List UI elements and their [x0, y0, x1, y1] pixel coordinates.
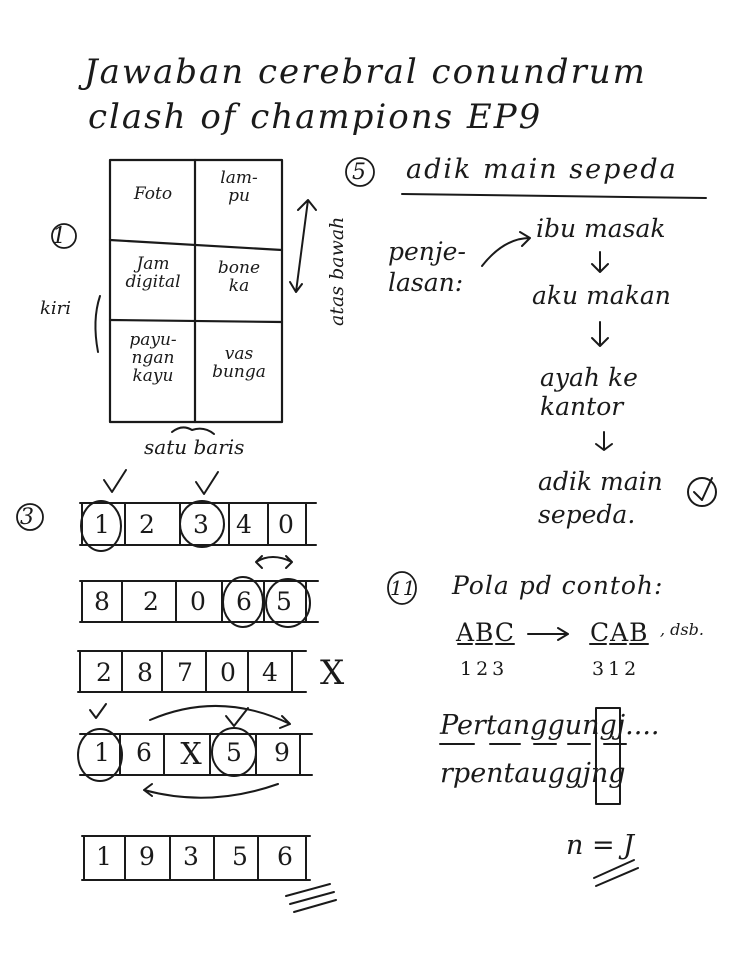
q11-example-from-nums: 123	[460, 658, 509, 680]
q3-r4-d4: 5	[226, 738, 242, 767]
q3-r4-d5: 9	[274, 738, 290, 767]
q1-number-circle	[51, 223, 77, 249]
q1-left-label: kiri	[40, 298, 72, 319]
q5-strokes	[345, 157, 717, 507]
q5-answer: adik main sepeda	[406, 154, 678, 185]
q1-grid-lines	[108, 158, 284, 424]
q3-row3	[77, 650, 307, 693]
q5-step-1: ibu masak	[536, 214, 666, 243]
q1-cell-text: payu- ngan kayu	[129, 330, 177, 386]
q3-r5-d3: 3	[183, 842, 199, 871]
q11-number: 11	[390, 576, 416, 600]
q3-r5-d2: 9	[139, 842, 155, 871]
q3-r3-d4: 0	[220, 658, 236, 687]
q11-word: Pertanggungj....	[440, 710, 660, 741]
q1-left-bracket	[94, 295, 101, 353]
q3-number: 3	[20, 505, 34, 530]
q1-cell-text: vas bunga	[212, 344, 266, 382]
q3-r3-d1: 2	[96, 658, 112, 687]
q3-r2-d1: 8	[94, 587, 110, 616]
q3-r4-d3: X	[180, 737, 202, 772]
q3-r1-d3: 3	[193, 510, 209, 539]
q11-etc: , dsb.	[660, 620, 704, 639]
q3-r5-d5: 6	[277, 842, 293, 871]
q1-cell-text: Jam digital	[125, 254, 181, 292]
q5-explanation-label: penje- lasan:	[388, 237, 466, 298]
q1-cell-1-1: Foto	[112, 184, 194, 204]
q3-r2-d4: 6	[236, 587, 252, 616]
q3-r5-d1: 1	[96, 842, 112, 871]
q3-r1-d4: 4	[236, 510, 252, 539]
q3-r5-d4: 5	[232, 842, 248, 871]
q1-cell-3-1: payu- ngan kayu	[112, 330, 194, 386]
q3-row4	[77, 703, 313, 799]
q3-r1-d1: 1	[94, 510, 110, 539]
q1-bottom-curve	[171, 426, 215, 435]
q5-number: 5	[352, 160, 366, 185]
q11-example-from: ABC	[456, 618, 516, 647]
q3-r4-d1: 1	[94, 738, 110, 767]
q11-scrambled: rpentauggjng	[440, 758, 626, 789]
q11-strokes	[387, 571, 649, 887]
q3-r3-d2: 8	[137, 658, 153, 687]
q3-r4-d2: 6	[136, 738, 152, 767]
q3-row2	[79, 555, 319, 628]
q3-r2-d3: 0	[190, 587, 206, 616]
q3-number-circle	[16, 503, 44, 531]
q11-answer: n = J	[566, 830, 635, 861]
q11-example-to-nums: 312	[592, 658, 641, 680]
q1-number: 1	[52, 224, 66, 249]
q3-r1-d5: 0	[278, 510, 294, 539]
q1-cell-text: Foto	[133, 184, 173, 204]
q3-r2-d2: 2	[143, 587, 159, 616]
q3-r2-d5: 5	[276, 587, 292, 616]
q1-updown-arrow	[289, 199, 317, 293]
q5-step-3: ayah ke kantor	[540, 363, 638, 421]
q5-step-4: adik main sepeda.	[538, 467, 663, 529]
title-line-1: Jawaban cerebral conundrum	[84, 52, 647, 92]
q3-row5	[81, 835, 337, 913]
q1-cell-2-1: Jam digital	[112, 254, 194, 292]
q3-r3-d5: 4	[262, 658, 278, 687]
q1-cell-2-2: bone ka	[196, 258, 282, 296]
q11-example-to: CAB	[590, 618, 649, 647]
q3-r3-wrong-mark: X	[320, 653, 345, 693]
q1-bottom-label: satu baris	[144, 435, 245, 459]
q5-step-2: aku makan	[532, 281, 671, 310]
title-line-2: clash of champions EP9	[88, 97, 543, 137]
q3-r1-d2: 2	[139, 510, 155, 539]
q11-heading: Pola pd contoh:	[452, 571, 664, 600]
q1-cell-3-2: vas bunga	[196, 344, 282, 382]
q1-cell-text: lam- pu	[220, 168, 258, 206]
q3-row1	[79, 469, 317, 552]
q3-r3-d3: 7	[177, 658, 193, 687]
q1-cell-1-2: lam- pu	[196, 168, 282, 206]
q1-cell-text: bone ka	[217, 258, 261, 296]
